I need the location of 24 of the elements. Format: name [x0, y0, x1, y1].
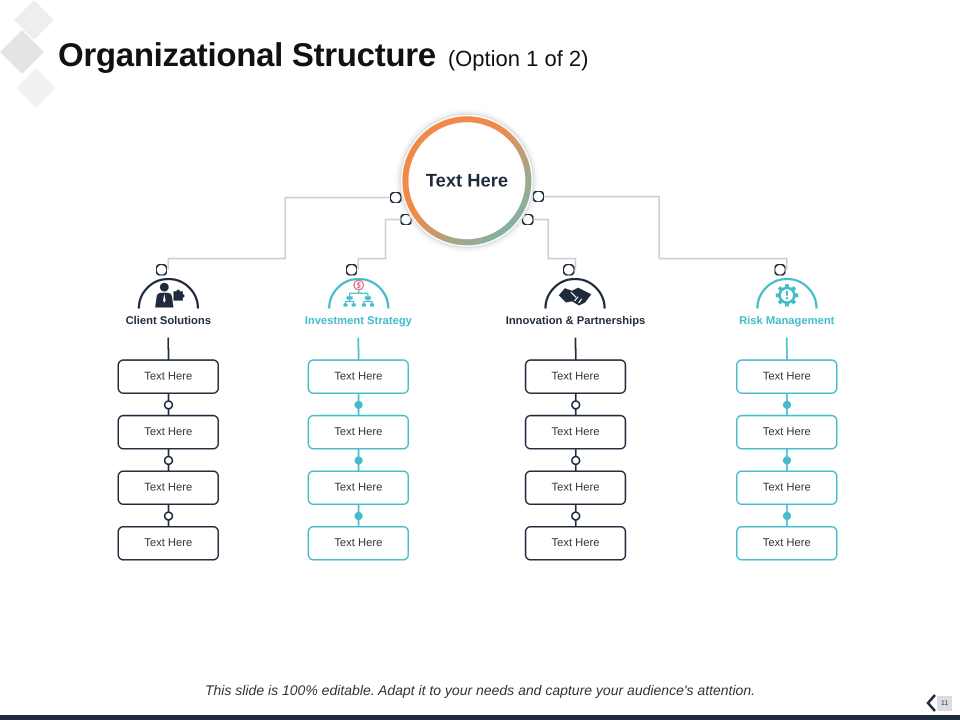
caption: This slide is 100% editable. Adapt it to your needs and capture your audience's attention. [204, 682, 756, 698]
connector [167, 336, 170, 362]
connector [574, 504, 577, 528]
connector [358, 448, 360, 472]
connector [574, 448, 577, 472]
title: Organizational Structure [58, 36, 436, 74]
connector [168, 392, 170, 417]
node-label: Investment Strategy [304, 314, 412, 327]
subtitle: (Option 1 of 2) [448, 46, 588, 72]
connector [358, 504, 360, 528]
connector [786, 504, 788, 528]
connector [168, 448, 170, 472]
connector [786, 448, 788, 472]
connector [786, 392, 788, 417]
connector [786, 336, 788, 362]
connector [168, 504, 170, 528]
node-circle: Text Here [400, 113, 534, 248]
node-label: Innovation & Partnerships [506, 314, 646, 327]
connector [574, 336, 577, 362]
connector [574, 392, 577, 417]
connector [358, 392, 360, 417]
connector [358, 336, 360, 362]
node-label: Client Solutions [126, 314, 211, 327]
node-label: Risk Management [739, 314, 834, 327]
